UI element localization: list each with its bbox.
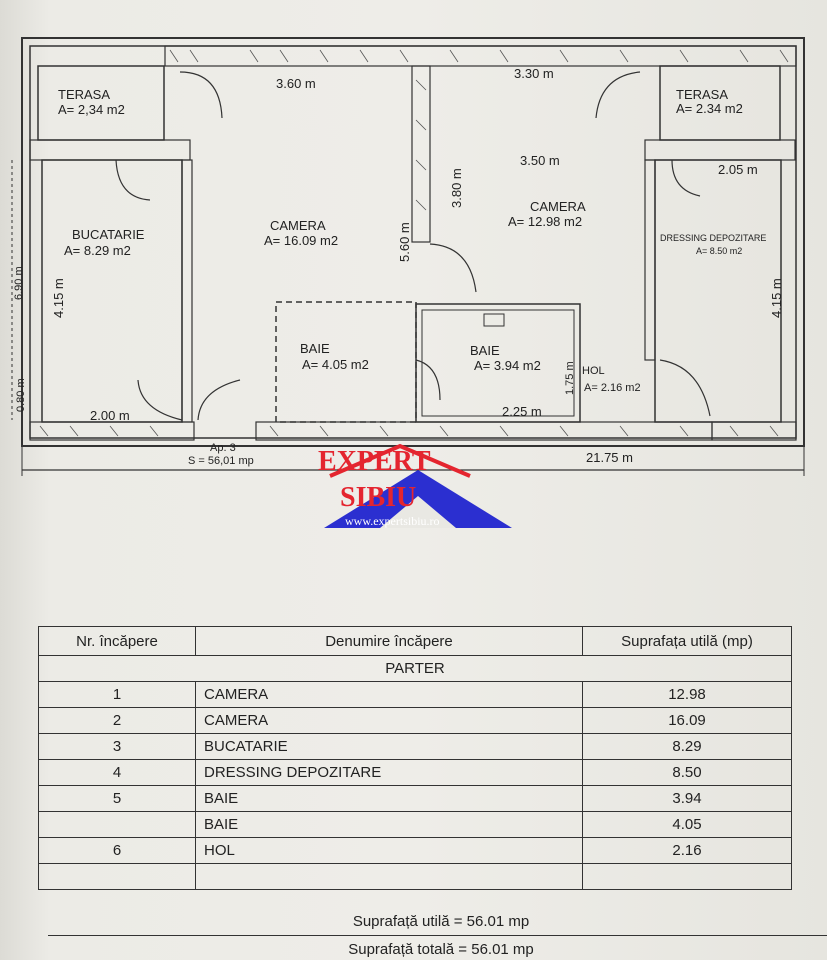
dim-2-25: 2.25 m	[502, 404, 542, 419]
apartment-number: Ap. 3	[210, 442, 236, 454]
watermark-url: www.expertsibiu.ro	[345, 514, 440, 528]
camera-right-area: A= 12.98 m2	[508, 214, 583, 229]
row-nr: 1	[38, 681, 196, 708]
dressing-area: A= 8.50 m2	[696, 246, 743, 256]
table-row: BAIE 4.05	[38, 811, 792, 838]
dim-5-60: 5.60 m	[397, 222, 412, 262]
terasa-right-area: A= 2.34 m2	[676, 101, 743, 116]
table-row: 3 BUCATARIE 8.29	[38, 733, 792, 760]
hol-name: HOL	[582, 365, 605, 377]
bucatarie-name: BUCATARIE	[72, 227, 145, 242]
baie-left-area: A= 4.05 m2	[302, 357, 369, 372]
dim-3-80: 3.80 m	[449, 168, 464, 208]
terasa-left-name: TERASA	[58, 87, 111, 102]
dim-1-75: 1.75 m	[564, 361, 576, 395]
table-row	[38, 863, 792, 890]
row-area: 2.16	[582, 837, 792, 864]
row-nr: 2	[38, 707, 196, 734]
row-name: HOL	[195, 837, 583, 864]
row-area: 3.94	[582, 785, 792, 812]
dim-3-30: 3.30 m	[514, 66, 554, 81]
total-useful-surface: Suprafață utilă = 56.01 mp	[352, 913, 530, 930]
row-area: 16.09	[582, 707, 792, 734]
watermark-line1: EXPERT	[318, 446, 431, 477]
header-nr: Nr. încăpere	[38, 626, 196, 656]
baie-left-name: BAIE	[300, 341, 330, 356]
row-area: 4.05	[582, 811, 792, 838]
row-name: BAIE	[195, 811, 583, 838]
row-area: 8.50	[582, 759, 792, 786]
terasa-right-name: TERASA	[676, 87, 729, 102]
watermark-line2: SIBIU	[340, 482, 417, 513]
total-surface: Suprafață totală = 56.01 mp	[348, 941, 534, 958]
terasa-left-area: A= 2,34 m2	[58, 102, 125, 117]
hol-area: A= 2.16 m2	[584, 382, 641, 394]
row-nr: 6	[38, 837, 196, 864]
row-name: CAMERA	[195, 707, 583, 734]
row-name: CAMERA	[195, 681, 583, 708]
row-nr: 5	[38, 785, 196, 812]
header-area: Suprafața utilă (mp)	[582, 626, 792, 656]
table-row: 5 BAIE 3.94	[38, 785, 792, 812]
row-area: 8.29	[582, 733, 792, 760]
dim-2-05: 2.05 m	[718, 162, 758, 177]
table-header-row: Nr. încăpere Denumire încăpere Suprafața…	[38, 626, 792, 656]
row-nr: 3	[38, 733, 196, 760]
table-row: 1 CAMERA 12.98	[38, 681, 792, 708]
dim-6-90: 6.90 m	[13, 266, 25, 300]
header-name: Denumire încăpere	[195, 626, 583, 656]
dim-2-00: 2.00 m	[90, 408, 130, 423]
baie-right-name: BAIE	[470, 343, 500, 358]
dim-3-50: 3.50 m	[520, 153, 560, 168]
row-name	[195, 863, 583, 890]
floor-plan	[11, 37, 805, 528]
table-row: 2 CAMERA 16.09	[38, 707, 792, 734]
row-name: BUCATARIE	[195, 733, 583, 760]
dim-4-15-right: 4.15 m	[769, 278, 784, 318]
table-row: 4 DRESSING DEPOZITARE 8.50	[38, 759, 792, 786]
dim-0-80: 0.80 m	[15, 378, 27, 412]
bucatarie-area: A= 8.29 m2	[64, 243, 131, 258]
camera-left-area: A= 16.09 m2	[264, 233, 339, 248]
row-nr	[38, 863, 196, 890]
dim-21-75: 21.75 m	[586, 450, 633, 465]
watermark-logo	[324, 443, 512, 528]
row-area: 12.98	[582, 681, 792, 708]
row-nr	[38, 811, 196, 838]
baie-right-area: A= 3.94 m2	[474, 358, 541, 373]
dim-3-60: 3.60 m	[276, 76, 316, 91]
table-row: 6 HOL 2.16	[38, 837, 792, 864]
row-area	[582, 863, 792, 890]
section-row: PARTER	[38, 655, 792, 682]
camera-left-name: CAMERA	[270, 218, 326, 233]
row-nr: 4	[38, 759, 196, 786]
rooms-table: Nr. încăpere Denumire încăpere Suprafața…	[38, 626, 792, 890]
totals-divider	[48, 935, 827, 936]
section-label: PARTER	[38, 655, 792, 682]
camera-right-name: CAMERA	[530, 199, 586, 214]
dressing-name: DRESSING DEPOZITARE	[660, 233, 767, 243]
row-name: DRESSING DEPOZITARE	[195, 759, 583, 786]
apartment-surface: S = 56,01 mp	[188, 455, 254, 467]
row-name: BAIE	[195, 785, 583, 812]
dim-4-15-left: 4.15 m	[51, 278, 66, 318]
